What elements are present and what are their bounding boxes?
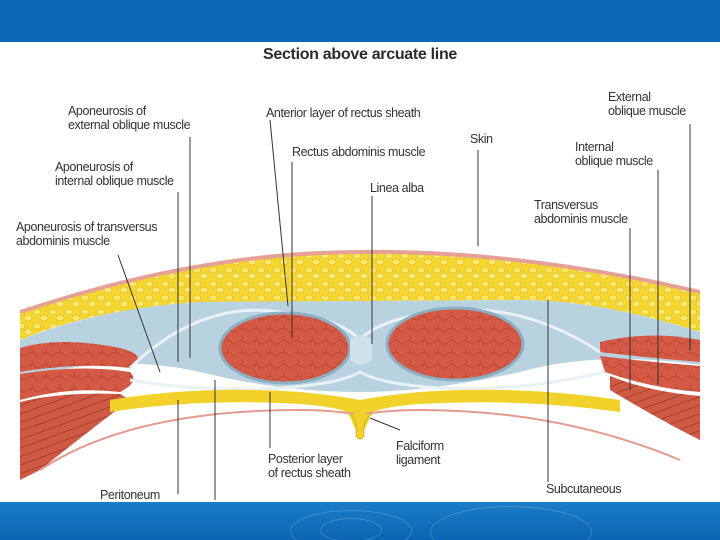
label-anterior-layer-rectus-sheath: Anterior layer of rectus sheath	[266, 106, 420, 120]
label-subcutaneous: Subcutaneous	[546, 482, 621, 496]
label-aponeurosis-external-oblique: Aponeurosis of external oblique muscle	[68, 104, 190, 132]
label-rectus-abdominis: Rectus abdominis muscle	[292, 145, 425, 159]
label-aponeurosis-internal-oblique: Aponeurosis of internal oblique muscle	[55, 160, 174, 188]
label-external-oblique: External oblique muscle	[608, 90, 686, 118]
label-posterior-layer-rectus-sheath: Posterior layer of rectus sheath	[268, 452, 351, 480]
ripple-decoration	[430, 506, 592, 540]
label-skin: Skin	[470, 132, 493, 146]
label-transversus-abdominis: Transversus abdominis muscle	[534, 198, 628, 226]
bottom-banner	[0, 502, 720, 540]
label-peritoneum: Peritoneum	[100, 488, 160, 502]
label-internal-oblique: Internal oblique muscle	[575, 140, 653, 168]
linea-alba	[350, 335, 372, 365]
left-rectus-abdominis	[220, 313, 350, 383]
right-rectus-abdominis	[387, 308, 523, 380]
ripple-decoration	[320, 518, 382, 540]
label-falciform-ligament: Falciform ligament	[396, 439, 444, 467]
label-aponeurosis-transversus: Aponeurosis of transversus abdominis mus…	[16, 220, 157, 248]
label-linea-alba: Linea alba	[370, 181, 424, 195]
